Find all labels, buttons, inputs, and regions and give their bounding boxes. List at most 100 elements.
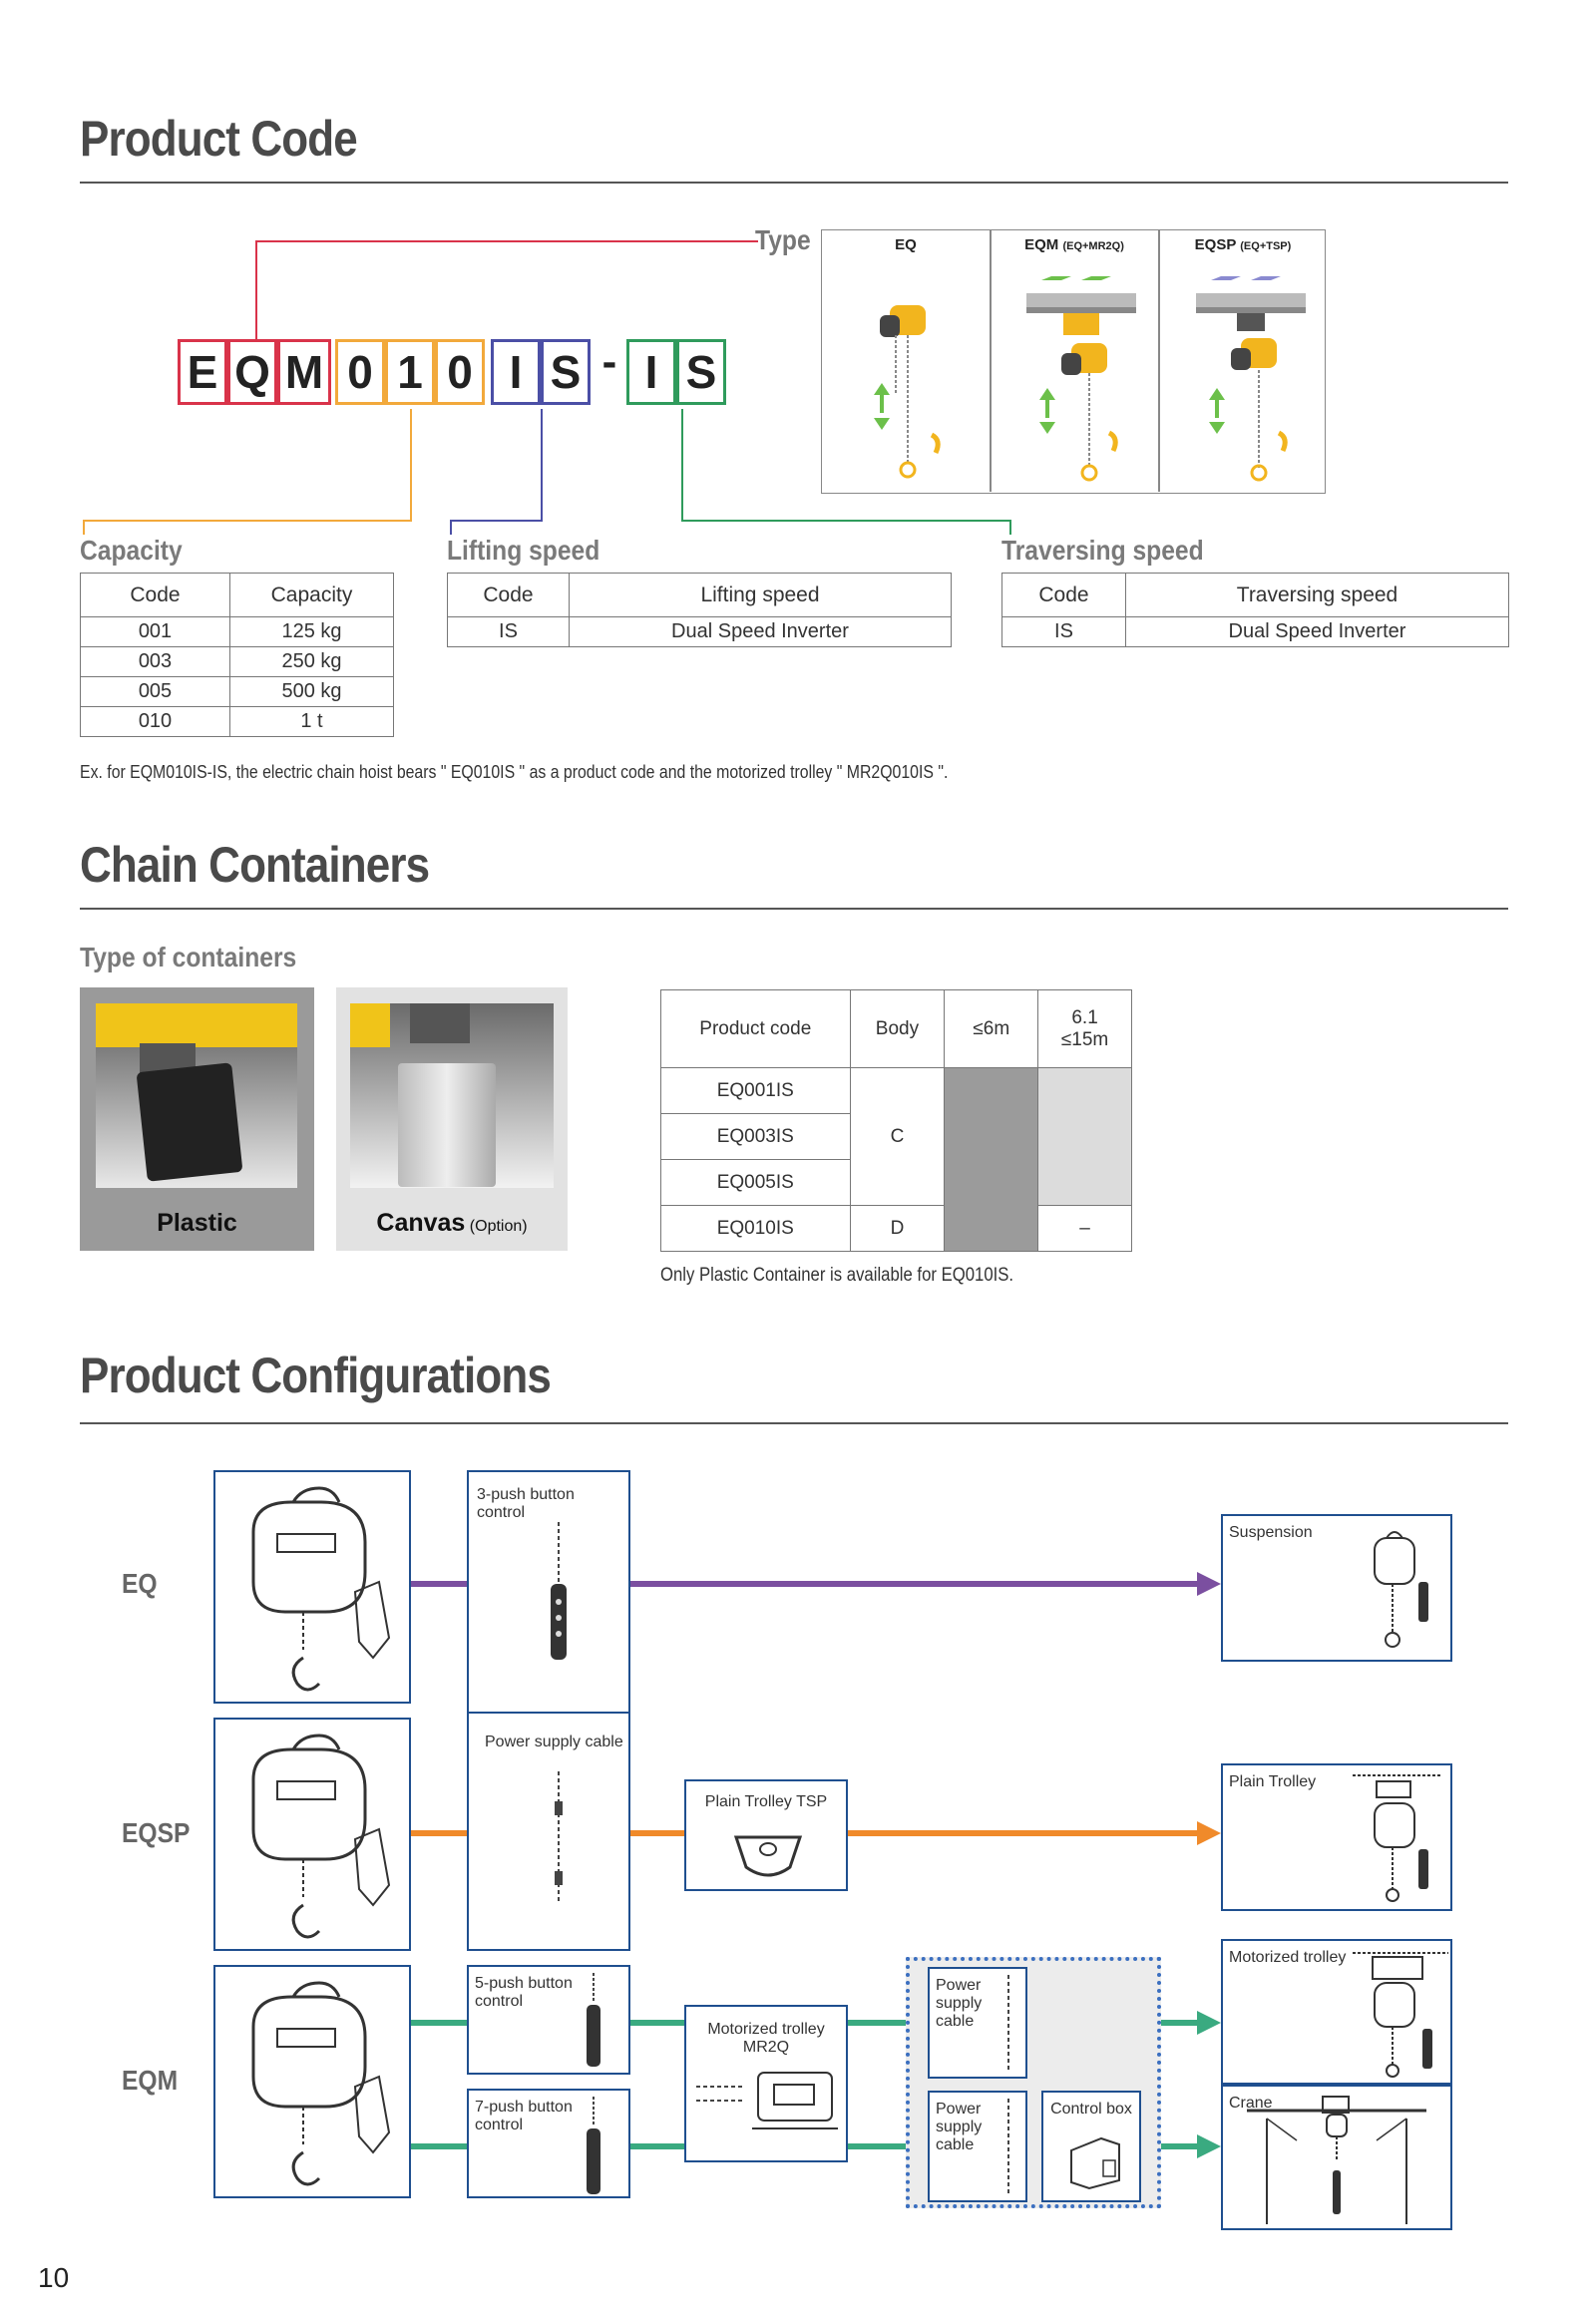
canvas-container-photo: Canvas (Option)	[336, 987, 568, 1251]
section-rule	[80, 908, 1508, 910]
body-d-cell: D	[849, 1205, 946, 1252]
code-digit-0b: 0	[435, 339, 485, 405]
box-power-supply-cable-2: Power supply cable	[928, 2091, 1027, 2202]
label-7push-control: 7-push button control	[475, 2099, 573, 2133]
table-cell: Dual Speed Inverter	[1125, 616, 1509, 647]
box-power-supply-cable-1: Power supply cable	[928, 1967, 1027, 2079]
label-control-box: Control box	[1050, 2101, 1132, 2118]
traversing-header-speed: Traversing speed	[1125, 573, 1509, 617]
section-title-chain-containers: Chain Containers	[80, 837, 430, 893]
code-letter-s: S	[541, 339, 591, 405]
suspension-hoist-icon	[1374, 1531, 1428, 1648]
type-label: Type	[755, 224, 811, 255]
table-cell: 1 t	[229, 706, 394, 737]
label-plain-trolley: Plain Trolley	[1229, 1773, 1317, 1790]
output-plain-trolley: Plain Trolley	[1221, 1763, 1452, 1911]
label-motorized-trolley: Motorized trolley	[1229, 1949, 1347, 1966]
control-column-box: 3-push button control Power supply cable	[467, 1470, 630, 1951]
code-digit-0a: 0	[335, 339, 385, 405]
capacity-header-capacity: Capacity	[229, 573, 394, 617]
hoist-drawing-icon	[251, 1486, 391, 1692]
code-letter-q: Q	[227, 339, 277, 405]
label-crane: Crane	[1229, 2095, 1273, 2112]
canvas-label: Canvas (Option)	[376, 1209, 528, 1237]
dash-cell: –	[1037, 1205, 1132, 1252]
lifting-title: Lifting speed	[447, 535, 600, 566]
crane-icon	[1247, 2096, 1426, 2224]
type-header-eqsp: EQSP (EQ+TSP)	[1194, 236, 1292, 253]
table-cell: EQ010IS	[660, 1205, 851, 1252]
lifting-header-code: Code	[447, 573, 570, 617]
cont-header-6m: ≤6m	[944, 989, 1039, 1068]
hoist-box-eq	[213, 1470, 411, 1704]
hoist-drawing-icon	[251, 1981, 391, 2186]
output-motorized-trolley: Motorized trolley	[1221, 1939, 1452, 2085]
output-crane: Crane	[1221, 2085, 1452, 2230]
available-cell	[944, 1067, 1039, 1252]
traversing-title: Traversing speed	[1001, 535, 1204, 566]
eq-hoist-image	[874, 305, 941, 479]
power-cable-icon	[1007, 2099, 1009, 2194]
table-cell: IS	[447, 616, 570, 647]
containers-subtitle: Type of containers	[80, 942, 297, 972]
output-suspension: Suspension	[1221, 1514, 1452, 1662]
pendant-3push-icon	[551, 1522, 567, 1660]
code-dash: -	[601, 337, 617, 386]
eqm-hoist-image	[1026, 276, 1136, 482]
hoist-drawing-icon	[251, 1734, 391, 1939]
hoist-box-eqsp	[213, 1718, 411, 1951]
control-box-icon	[1070, 2136, 1120, 2190]
cont-header-product-code: Product code	[660, 989, 851, 1068]
code-letter-e: E	[178, 339, 227, 405]
eqsp-hoist-image	[1196, 276, 1306, 482]
box-plain-trolley-tsp: Plain Trolley TSP	[684, 1779, 848, 1891]
table-cell: 500 kg	[229, 676, 394, 707]
row-label-eqm: EQM	[122, 2065, 179, 2096]
box-motorized-trolley-mr2q: Motorized trolley MR2Q	[684, 2005, 848, 2162]
cont-header-15m: 6.1≤15m	[1037, 989, 1132, 1068]
option-cell	[1037, 1067, 1132, 1206]
table-cell: IS	[1001, 616, 1126, 647]
code-letter-i2: I	[626, 339, 676, 405]
plain-trolley-hoist-icon	[1353, 1774, 1442, 1902]
code-letter-s2: S	[676, 339, 726, 405]
cont-header-body: Body	[849, 989, 946, 1068]
box-7push-control: 7-push button control	[467, 2089, 630, 2198]
type-header-eqm: EQM (EQ+MR2Q)	[1024, 236, 1124, 253]
table-cell: 003	[80, 646, 230, 677]
page-number: 10	[38, 2262, 70, 2293]
code-letter-i: I	[491, 339, 541, 405]
code-digit-1: 1	[385, 339, 435, 405]
label-power-supply-cable-1: Power supply cable	[936, 1977, 983, 2030]
table-cell: 125 kg	[229, 616, 394, 647]
section-rule	[80, 1422, 1508, 1424]
section-title-product-code: Product Code	[80, 111, 358, 167]
power-cable-icon	[1007, 1975, 1009, 2071]
lifting-header-speed: Lifting speed	[569, 573, 952, 617]
section-title-configurations: Product Configurations	[80, 1348, 552, 1403]
trolley-tsp-icon	[733, 1835, 803, 1877]
containers-table: Product code Body ≤6m 6.1≤15m EQ001IS C …	[660, 989, 1132, 1252]
traversing-header-code: Code	[1001, 573, 1126, 617]
table-cell: EQ001IS	[660, 1067, 851, 1114]
capacity-title: Capacity	[80, 535, 183, 566]
label-plain-trolley-tsp: Plain Trolley TSP	[704, 1793, 828, 1810]
table-cell: Dual Speed Inverter	[569, 616, 952, 647]
motorized-trolley-hoist-icon	[1353, 1952, 1448, 2078]
label-3push-control: 3-push button control	[477, 1486, 575, 1521]
label-suspension: Suspension	[1229, 1524, 1313, 1541]
body-c-cell: C	[849, 1067, 946, 1206]
section-rule	[80, 182, 1508, 184]
box-5push-control: 5-push button control	[467, 1965, 630, 2075]
label-power-supply-cable: Power supply cable	[485, 1734, 623, 1750]
type-panel: EQ EQM (EQ+MR2Q) EQSP (EQ+TSP)	[821, 229, 1326, 494]
hoist-box-eqm	[213, 1965, 411, 2198]
label-power-supply-cable-2: Power supply cable	[936, 2101, 983, 2153]
label-5push-control: 5-push button control	[475, 1975, 573, 2010]
containers-note: Only Plastic Container is available for …	[660, 1265, 1014, 1286]
label-motorized-trolley-mr2q: Motorized trolley MR2Q	[707, 2021, 825, 2056]
